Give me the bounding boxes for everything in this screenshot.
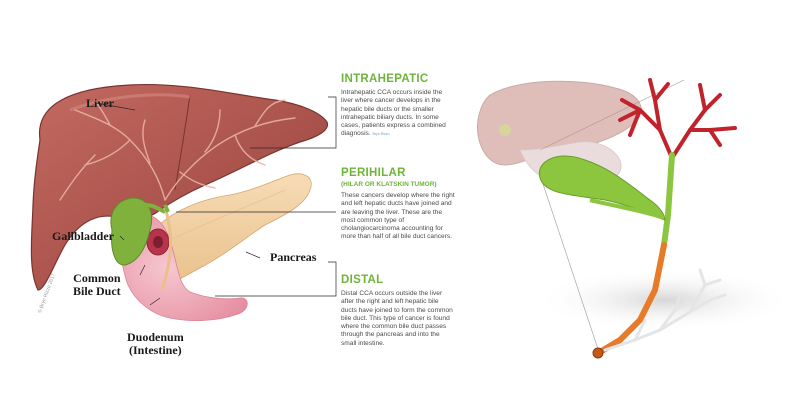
credit-text: Bryn Rizzo [372, 132, 390, 137]
duodenum [115, 214, 248, 322]
right-closeup [476, 78, 795, 359]
perihilar-subtitle: (HILAR OR KLATSKIN TUMOR) [341, 181, 437, 188]
liver-label: Liver [86, 96, 114, 110]
perihilar-title: PERIHILAR [341, 167, 406, 179]
leader-lines [95, 96, 337, 306]
distal-body: Distal CCA occurs outside the liver afte… [341, 290, 453, 347]
intrahepatic-body: Intrahepatic CCA occurs inside the liver… [341, 89, 456, 139]
perihilar-body: These cancers develop where the right an… [341, 192, 455, 241]
intrahepatic-ducts-closeup [618, 78, 737, 160]
pancreas-label: Pancreas [270, 250, 317, 264]
distal-duct-closeup [592, 242, 667, 359]
intrahepatic-panel: INTRAHEPATIC Intrahepatic CCA occurs ins… [341, 73, 456, 139]
distal-panel: DISTAL Distal CCA occurs outside the liv… [341, 274, 456, 348]
common-bile-duct-label: Common Bile Duct [73, 271, 121, 298]
drop-shadow [535, 268, 795, 332]
intrahepatic-text: Intrahepatic CCA occurs inside the liver… [341, 89, 446, 138]
perihilar-duct-closeup [538, 152, 675, 248]
intrahepatic-title: INTRAHEPATIC [341, 73, 429, 85]
distal-title: DISTAL [341, 274, 384, 286]
pancreatic-duct-closeup [603, 268, 727, 352]
gallbladder [110, 197, 166, 266]
intrahepatic-ducts [59, 99, 296, 201]
gallbladder-label: Gallbladder [52, 229, 115, 243]
perihilar-panel: PERIHILAR (HILAR OR KLATSKIN TUMOR) Thes… [341, 167, 456, 242]
duodenum-label: Duodenum (Intestine) [127, 330, 184, 357]
liver [30, 83, 329, 291]
common-bile-duct-left [160, 204, 172, 291]
